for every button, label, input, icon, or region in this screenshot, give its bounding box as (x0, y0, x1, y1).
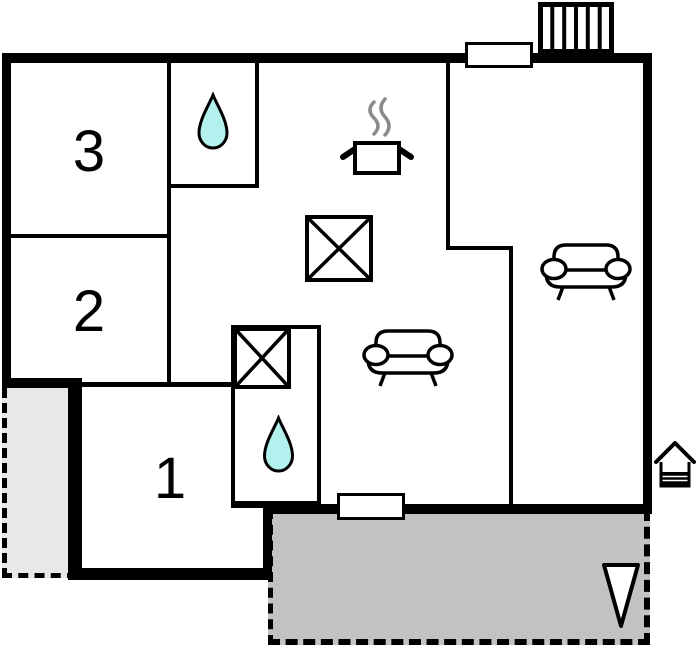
appliance-x-icon (305, 215, 373, 282)
wall-living-room-step (446, 246, 513, 250)
wall-lower-bathroom-right (317, 325, 321, 508)
wall-terrace-left (263, 504, 272, 580)
room-label-2: 2 (72, 279, 106, 344)
wall-room1-bottom (68, 568, 272, 580)
terrace-area-bottom-right (268, 509, 650, 645)
wall-lower-bathroom-left (231, 325, 235, 508)
wall-living-room-upper (446, 60, 450, 250)
steam-icon (379, 97, 391, 137)
wall-room1-top (80, 382, 235, 387)
wall-upper-bathroom-right (255, 60, 259, 188)
wall-living-room-lower (509, 246, 513, 508)
terrace-area-left (2, 388, 77, 578)
house-icon (654, 440, 696, 490)
wall-room3-room2-divider (8, 234, 171, 238)
window-top (465, 42, 533, 68)
window-bottom (337, 493, 405, 520)
room-label-1: 1 (153, 446, 187, 511)
room-label-3: 3 (72, 119, 106, 184)
sofa-icon (540, 242, 632, 304)
wall-right-exterior (643, 53, 652, 514)
stairs-icon (538, 2, 614, 54)
water-drop-icon (196, 92, 230, 150)
steam-icon (368, 100, 380, 136)
water-drop-icon (261, 415, 296, 473)
wall-left-jog (2, 378, 82, 388)
wall-room1-left (68, 380, 82, 580)
wall-upper-bathroom-bottom (167, 184, 259, 188)
sofa-icon (362, 328, 454, 390)
appliance-x-icon (233, 327, 291, 389)
stove-pot-icon (338, 96, 416, 178)
wall-left-exterior (2, 53, 11, 388)
wall-lower-bathroom-bottom (231, 501, 321, 508)
north-arrow-icon (601, 562, 641, 630)
wall-top-exterior (2, 53, 652, 63)
wall-hallway (167, 60, 171, 385)
wall-terrace-top (263, 504, 652, 514)
